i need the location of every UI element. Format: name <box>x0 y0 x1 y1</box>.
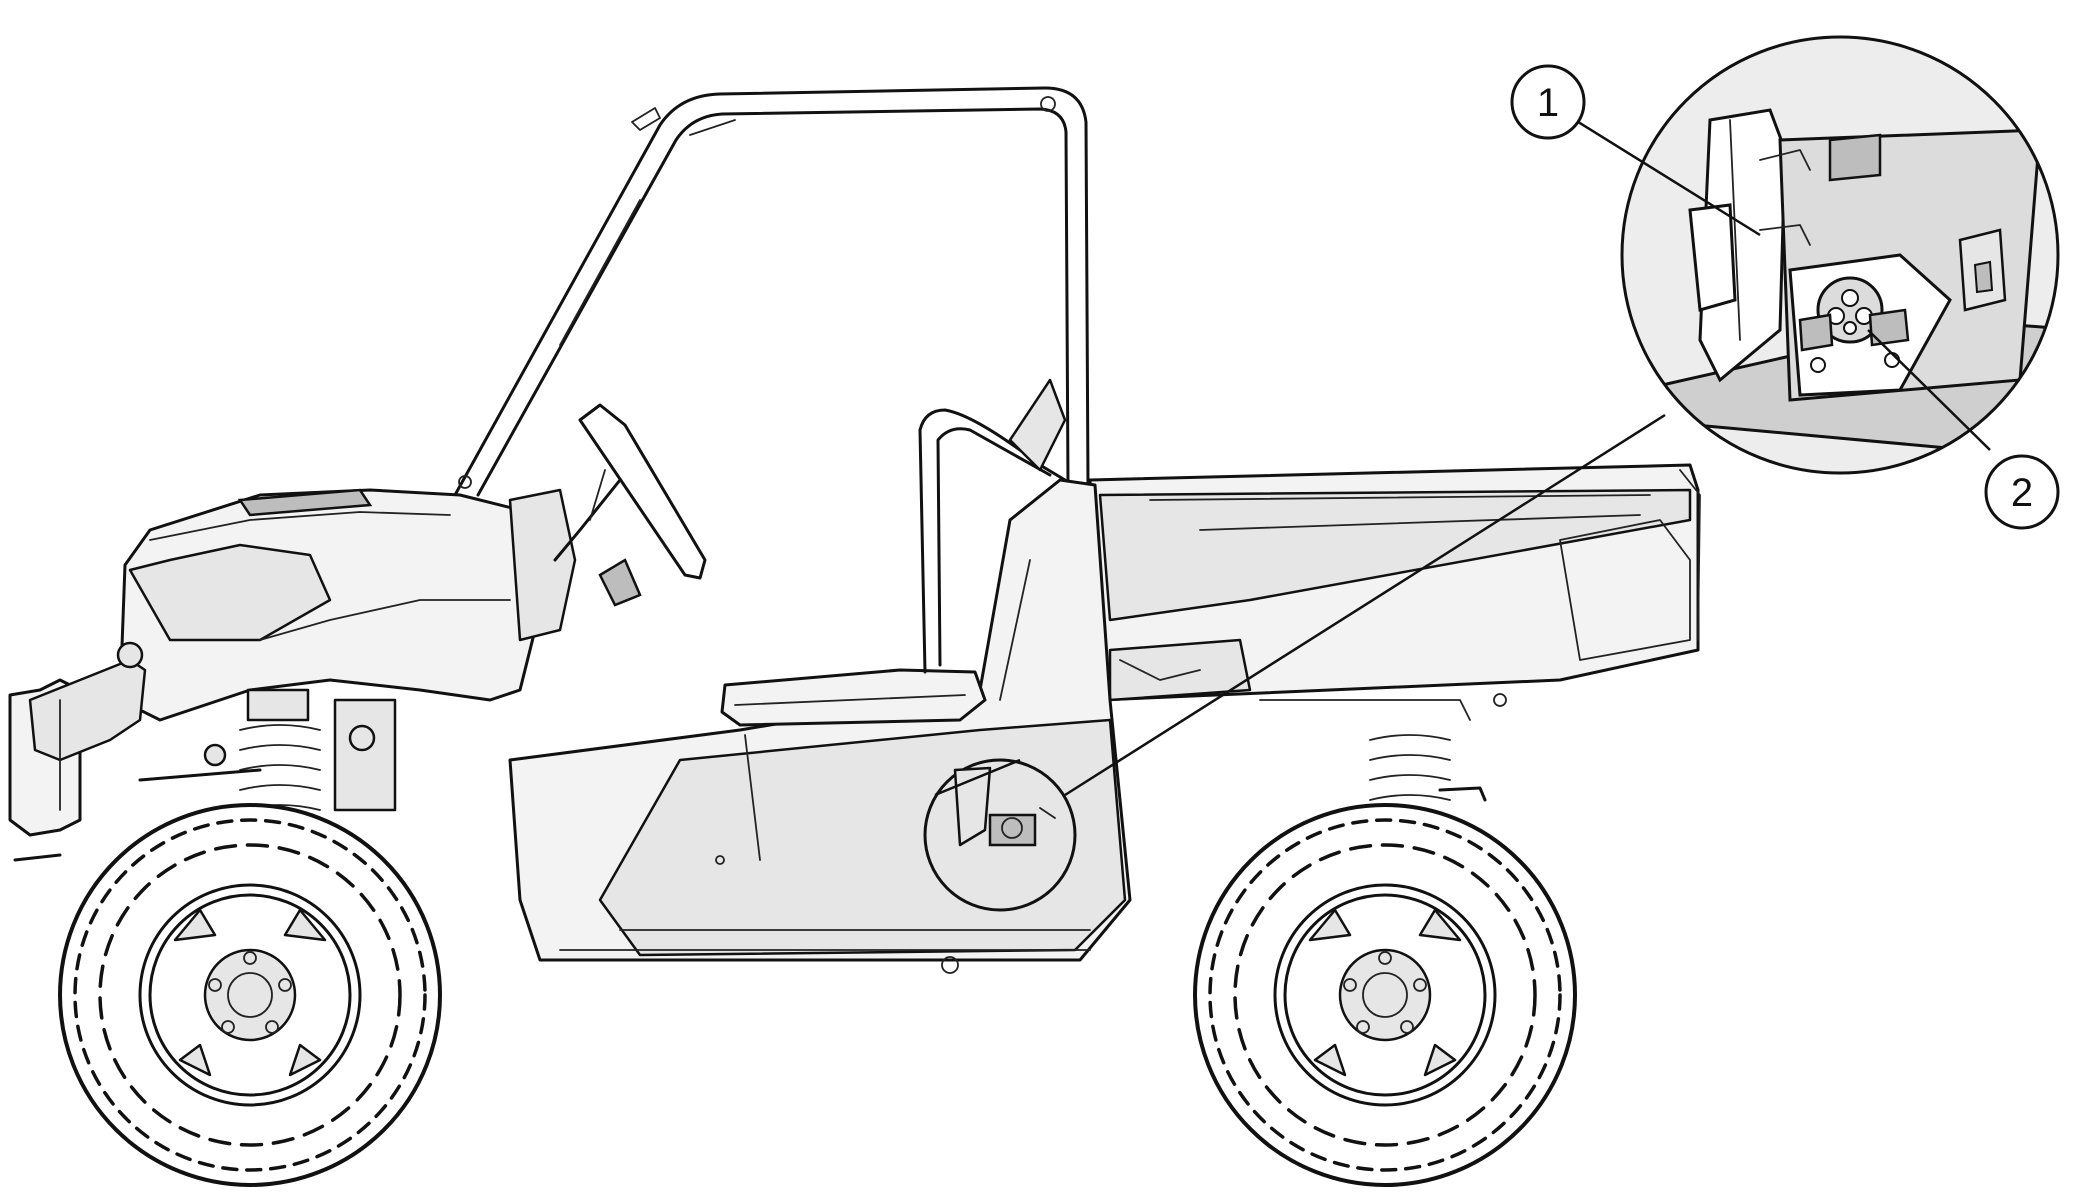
front-suspension <box>138 688 397 831</box>
callout-1-label: 1 <box>1537 81 1559 125</box>
callout-1-circle <box>1510 64 1586 140</box>
rear-wheel <box>1193 803 1577 1187</box>
callout-2-label: 2 <box>2011 471 2033 515</box>
steering-wheel <box>553 403 707 607</box>
roll-cage <box>453 86 1090 497</box>
front-fender <box>118 488 577 722</box>
front-wheel <box>58 803 442 1187</box>
callout-leaders <box>1574 118 1991 451</box>
callout-2: 2 <box>1984 454 2060 530</box>
detail-location-marker <box>923 758 1077 912</box>
callout-1: 1 <box>1510 64 1586 140</box>
rear-suspension <box>1259 693 1507 802</box>
callout-2-circle <box>1984 454 2060 530</box>
seat <box>720 378 1067 727</box>
cargo-bed <box>1088 463 1701 702</box>
enlarged-detail-view <box>1620 35 2060 475</box>
detail-leader-lines <box>934 413 1666 797</box>
front-bumper <box>8 641 147 862</box>
